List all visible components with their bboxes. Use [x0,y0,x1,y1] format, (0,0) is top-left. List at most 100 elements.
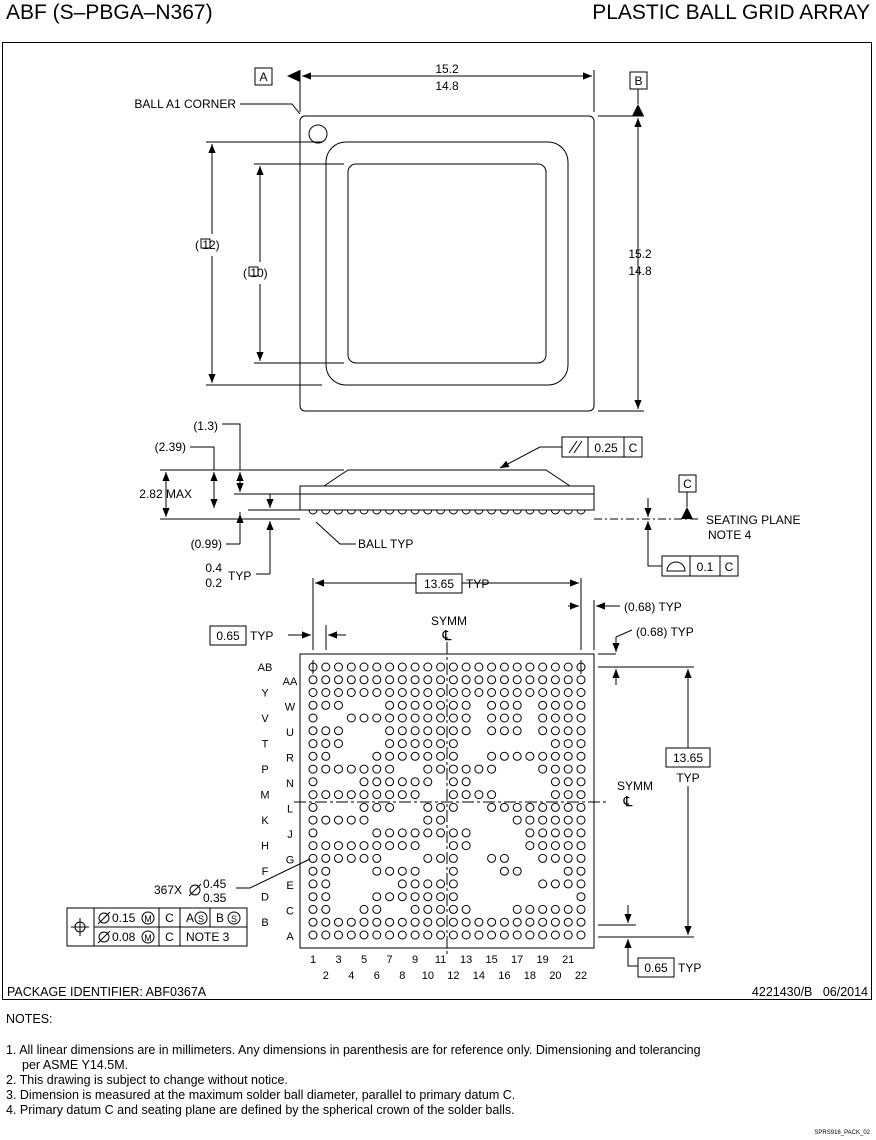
solder-ball [372,662,382,672]
solder-ball [410,726,420,736]
solder-ball [385,892,395,902]
solder-ball [550,777,560,787]
solder-ball [334,917,343,927]
solder-ball [410,879,420,889]
solder-ball [321,739,331,749]
solder-ball [410,777,420,787]
solder-ball [385,713,395,723]
solder-ball [563,879,573,889]
parallel-symbol-icon [568,440,578,454]
solder-ball [563,904,573,914]
solder-ball [423,853,433,863]
solder-ball [308,790,318,800]
column-label: 17 [511,954,523,966]
profile-surface-icon [666,561,686,572]
solder-ball [487,675,497,685]
datum-a-label: A [259,70,267,84]
edge-y-dim: (0.68) TYP [636,625,694,639]
inner-square-dim: ( 10) [243,266,268,280]
side-solder-ball [448,509,458,515]
solder-ball [487,802,497,812]
row-label: Y [261,688,269,700]
mmc-symbol-icon [141,911,155,925]
solder-ball [308,841,318,851]
solder-ball [461,688,471,697]
solder-ball [550,917,560,927]
solder-ball [436,930,446,940]
solder-ball [550,662,560,672]
side-solder-ball [550,509,560,515]
solder-ball [397,866,407,876]
solder-ball [321,675,331,685]
solder-ball [308,688,318,697]
solder-ball [436,879,446,889]
solder-ball [448,930,458,940]
solder-ball [576,815,586,825]
solder-ball [410,917,420,927]
solder-ball [436,815,446,825]
solder-ball [359,853,369,863]
ball-grid [308,660,586,940]
column-label: 5 [361,954,367,966]
solder-ball [436,662,446,672]
diameter-symbol-icon [98,912,110,924]
solder-ball [321,726,331,736]
solder-ball [397,688,407,697]
solder-ball [550,790,560,800]
solder-ball [308,802,318,812]
solder-ball [334,700,343,710]
position-datum-c-1: C [165,911,174,925]
solder-ball [487,853,497,863]
solder-ball [321,892,331,902]
solder-ball [372,802,382,812]
solder-ball [461,841,471,851]
position-datum-c-2: C [165,930,174,944]
solder-ball [321,751,331,761]
ball-typ-label: BALL TYP [358,537,413,551]
solder-ball [436,764,446,774]
solder-ball [423,700,433,710]
solder-ball [359,675,369,685]
solder-ball [487,917,497,927]
row-label: E [286,880,293,892]
solder-ball [321,853,331,863]
solder-ball [512,802,522,812]
solder-ball [308,917,318,927]
side-ball-row [308,509,586,515]
solder-ball [308,879,318,889]
centerline-top-icon: ℄ [442,627,452,643]
solder-ball [385,688,395,697]
solder-ball [576,726,586,736]
solder-ball [538,764,548,774]
solder-ball [563,866,573,876]
ball-dia-max: 0.45 [203,877,227,891]
solder-ball [372,713,382,723]
square-symbol-icon [200,238,211,249]
solder-ball [410,713,420,723]
solder-ball [436,751,446,761]
solder-ball [461,764,471,774]
solder-ball [448,892,458,902]
solder-ball [550,853,560,863]
solder-ball [525,815,535,825]
solder-ball [487,751,497,761]
row-label: C [286,906,294,918]
solder-ball [461,700,471,710]
solder-ball [385,828,395,838]
pitch-bottom-typ: TYP [678,961,701,975]
solder-ball [423,892,433,902]
solder-ball [385,751,395,761]
solder-ball [372,930,382,940]
document-revision: 4221430/B 06/2014 [751,985,868,999]
solder-ball [321,917,331,927]
substrate [299,485,595,511]
solder-ball [538,904,548,914]
solder-ball [448,790,458,800]
position-datum-a: A [186,911,194,925]
solder-ball [538,713,548,723]
solder-ball [423,879,433,889]
row-label: V [261,713,269,725]
solder-ball [576,790,586,800]
solder-ball [423,739,433,749]
